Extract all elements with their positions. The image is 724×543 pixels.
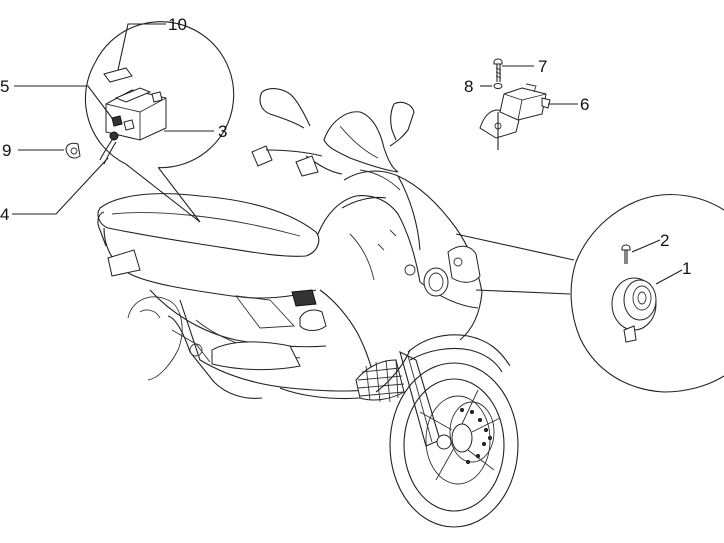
- label-7: 7: [538, 57, 547, 76]
- callout-labels: 1 2 3 4 5 6 7 8 9 10: [0, 15, 691, 278]
- battery: [105, 87, 167, 141]
- relay-screw: [493, 58, 503, 82]
- scooter-illustration: [97, 88, 519, 528]
- cable-clip: [65, 142, 81, 159]
- label-5: 5: [0, 77, 9, 96]
- horn-screw: [621, 244, 631, 264]
- relay-washer: [493, 83, 503, 89]
- battery-detail-callout: [84, 21, 235, 223]
- leader-lines: [12, 23, 683, 285]
- label-10: 10: [168, 15, 187, 34]
- label-2: 2: [660, 231, 669, 250]
- relay-assembly: [479, 83, 551, 150]
- radiator-grille: [355, 359, 405, 403]
- label-1: 1: [682, 259, 691, 278]
- horn-detail-callout: [455, 193, 724, 393]
- fuse: [103, 67, 133, 83]
- brake-disc-holes: [460, 408, 492, 464]
- label-3: 3: [218, 122, 227, 141]
- label-9: 9: [2, 141, 11, 160]
- label-8: 8: [464, 77, 473, 96]
- label-6: 6: [580, 95, 589, 114]
- horn: [611, 277, 657, 343]
- label-4: 4: [0, 205, 9, 224]
- battery-cable: [99, 131, 119, 165]
